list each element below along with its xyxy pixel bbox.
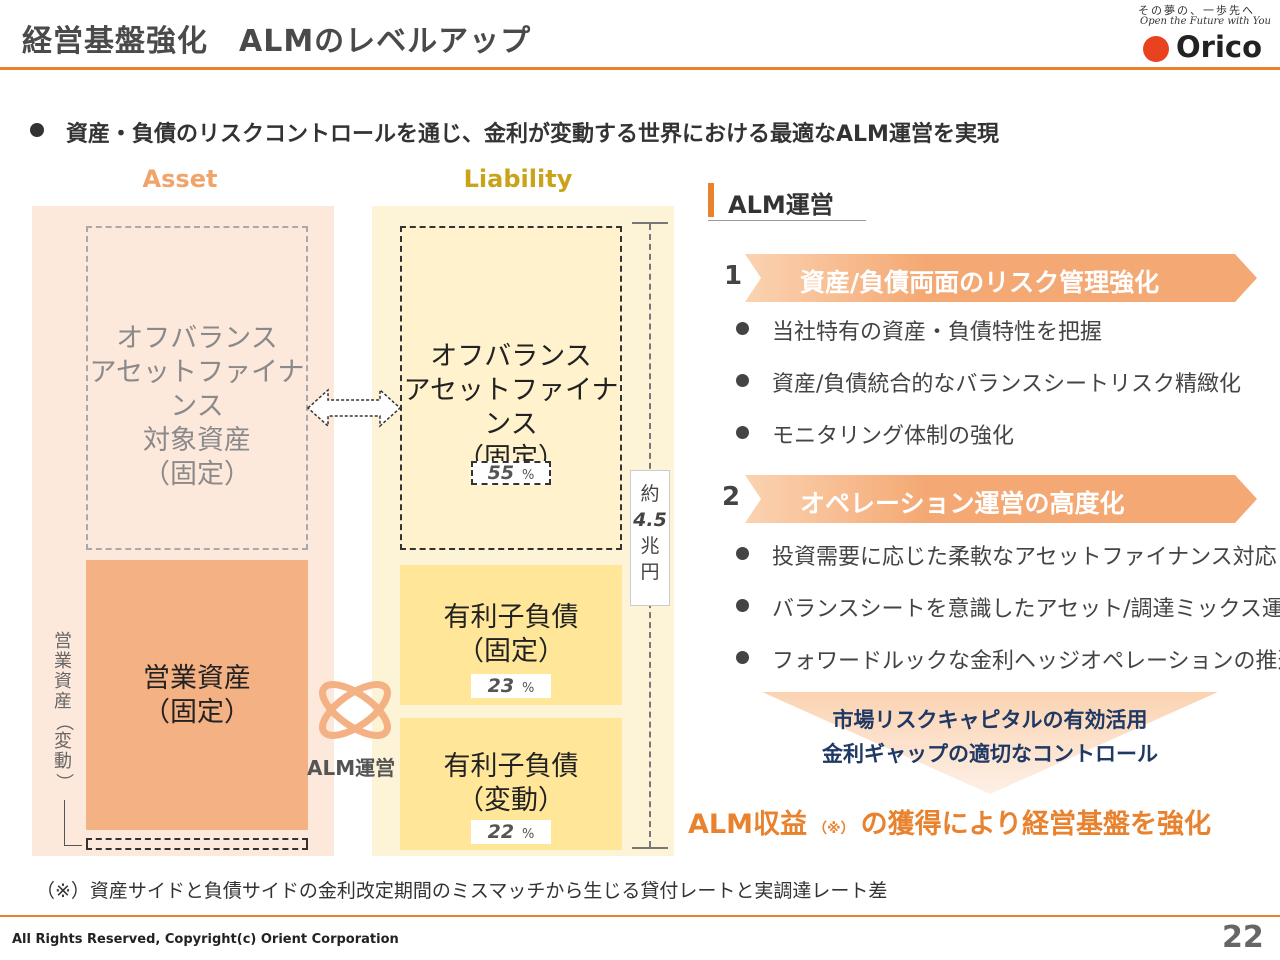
result-line: 金利ギャップの適切なコントロール [822, 742, 1158, 766]
section-accent-bar [708, 183, 714, 217]
footnote: （※）資産サイドと負債サイドの金利改定期間のミスマッチから生じる貸付レートと実調… [36, 880, 888, 902]
scale-bracket-top [632, 222, 668, 224]
offbalance-percent: 55% [471, 461, 551, 485]
variable-connector-line [64, 800, 65, 846]
section-2-number: 2 [722, 482, 741, 512]
asset-variable-label: 営業資産（変動） 営業資産（変動） [50, 632, 76, 792]
section-1-number: 1 [724, 261, 743, 291]
tagline-japanese: その夢の、一歩先へ [1138, 4, 1255, 17]
bullet-icon [736, 322, 749, 335]
debt-fixed-text: 有利子負債 （固定） [443, 602, 579, 667]
bullet-icon [736, 651, 749, 664]
asset-variable-box [86, 838, 308, 850]
bullet-icon [736, 547, 749, 560]
liability-header: Liability [463, 165, 573, 193]
vertical-label-char: ） [53, 773, 74, 791]
vertical-label-chars: 営業資産（変動） [50, 632, 76, 792]
vertical-label-char: 資 [54, 671, 72, 692]
alm-orbit-icon [319, 681, 391, 739]
bullet-icon [736, 426, 749, 439]
debt-variable-text: 有利子負債 （変動） [443, 751, 579, 816]
section-2-title: オペレーション運営の高度化 [800, 489, 1125, 518]
conclusion-text: ALM収益（※）の獲得により経営基盤を強化 [688, 809, 1212, 840]
asset-operating-box: 営業資産 （固定） [86, 560, 308, 830]
total-amount-label: 約 4.5 兆 円 [630, 470, 670, 606]
header-divider [0, 67, 1280, 70]
section-1-item: 当社特有の資産・負債特性を把握 [772, 320, 1103, 345]
section-1-item: 資産/負債統合的なバランスシートリスク精緻化 [772, 372, 1241, 397]
vertical-label-char: 業 [54, 651, 72, 672]
section-2-item: 投資需要に応じた柔軟なアセットファイナンス対応 [772, 545, 1277, 570]
alm-section-title: ALM運営 [728, 191, 834, 219]
lead-statement: 資産・負債のリスクコントロールを通じ、金利が変動する世界における最適なALM運営… [66, 122, 999, 147]
vertical-label-char: （ [53, 713, 74, 731]
double-arrow-icon [306, 388, 402, 428]
bullet-icon [736, 599, 749, 612]
bullet-icon [736, 374, 749, 387]
vertical-label-char: 営 [54, 631, 72, 652]
asset-operating-text: 営業資産 （固定） [143, 663, 251, 728]
vertical-label-char: 動 [54, 751, 72, 772]
alm-center-label: ALM運営 [307, 756, 396, 780]
section-2-item: バランスシートを意識したアセット/調達ミックス運営 [772, 597, 1280, 622]
page-number: 22 [1222, 920, 1264, 955]
section-1-item: モニタリング体制の強化 [772, 424, 1015, 449]
scale-bracket-bottom [632, 847, 668, 849]
asset-offbalance-box: オフバランス アセットファイナンス 対象資産 （固定） [86, 226, 308, 550]
page-title: 経営基盤強化 ALMのレベルアップ [22, 24, 532, 59]
result-line: 市場リスクキャピタルの有効活用 [832, 708, 1148, 732]
alm-title-underline [708, 220, 866, 221]
section-1-banner [745, 254, 1257, 302]
bullet-icon [30, 123, 44, 137]
liability-offbalance-text: オフバランス アセットファイナンス （固定） [403, 341, 619, 474]
down-arrow-shape [762, 692, 1218, 794]
variable-connector-hook [64, 845, 82, 846]
copyright: All Rights Reserved, Copyright(c) Orient… [12, 932, 399, 947]
vertical-label-char: 産 [54, 691, 72, 712]
orico-logo-icon [1143, 36, 1169, 62]
section-2-item: フォワードルックな金利ヘッジオペレーションの推進 [772, 649, 1280, 674]
liability-offbalance-box: オフバランス アセットファイナンス （固定） [400, 226, 622, 550]
tagline-english: Open the Future with You [1140, 16, 1271, 27]
vertical-label-char: 変 [54, 731, 72, 752]
asset-offbalance-text: オフバランス アセットファイナンス 対象資産 （固定） [89, 323, 305, 490]
debt-fixed-percent: 23% [471, 674, 551, 698]
asset-header: Asset [142, 165, 218, 193]
footer-divider [0, 915, 1280, 917]
logo-text: Orico [1176, 30, 1263, 64]
debt-variable-percent: 22% [471, 820, 551, 844]
section-1-title: 資産/負債両面のリスク管理強化 [800, 268, 1160, 297]
section-2-banner [745, 475, 1257, 523]
